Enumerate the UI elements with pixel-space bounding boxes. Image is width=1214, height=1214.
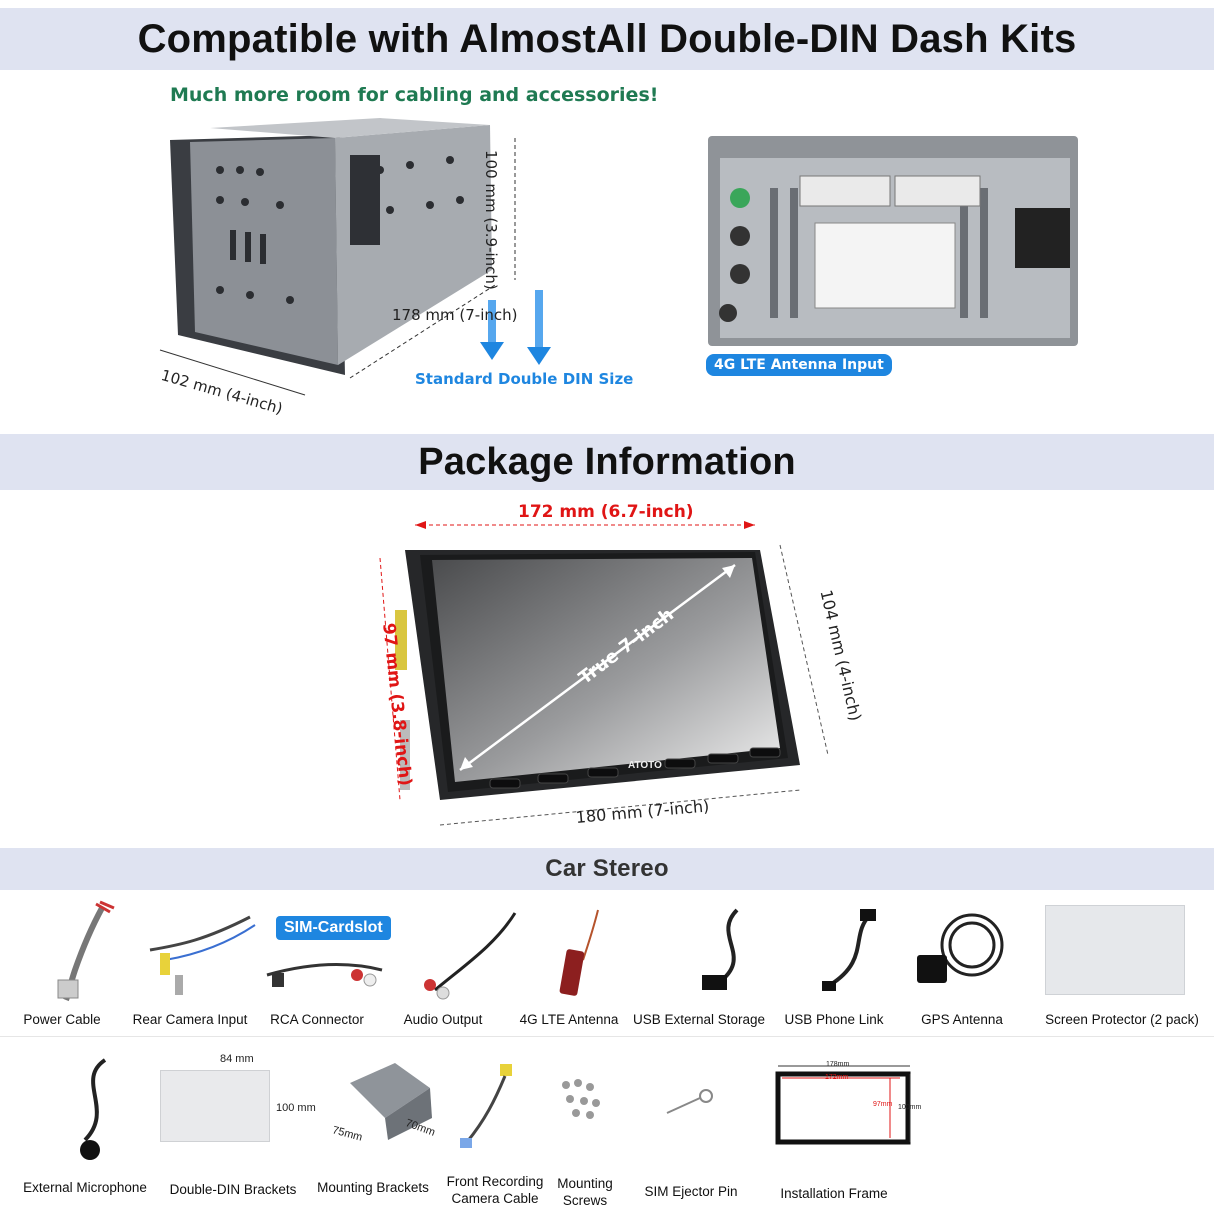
item-label: External Microphone [23, 1180, 147, 1195]
microphone-image [80, 1058, 107, 1160]
item-label: Mounting Brackets [317, 1180, 429, 1195]
gps-antenna-image [917, 913, 1004, 983]
screen-protector-image [1045, 905, 1185, 995]
section-header-stereo: Car Stereo [0, 848, 1214, 890]
section-header-package: Package Information [0, 434, 1214, 490]
lte-antenna-image [559, 909, 599, 996]
bracket-height-label: 100 mm [276, 1102, 316, 1114]
mounting-screws-image [562, 1079, 600, 1119]
item-label: Mounting Screws [557, 1176, 613, 1208]
usb-phone-link-image [822, 909, 876, 991]
row-divider [0, 1036, 1214, 1037]
frame-inner-height-label: 97mm [873, 1101, 893, 1108]
cabling-tagline: Much more room for cabling and accessori… [170, 84, 659, 106]
section-title-package: Package Information [418, 440, 796, 483]
usb-storage-image [702, 908, 739, 990]
rear-camera-cable-image [149, 915, 256, 995]
item-label: USB Phone Link [784, 1012, 884, 1027]
item-label: Screen Protector (2 pack) [1045, 1012, 1199, 1027]
item-label: Installation Frame [780, 1186, 888, 1201]
section-header-compatible: Compatible with AlmostAll Double-DIN Das… [0, 8, 1214, 70]
antenna-input-badge: 4G LTE Antenna Input [706, 354, 892, 376]
section-title-compatible: Compatible with AlmostAll Double-DIN Das… [137, 16, 1077, 61]
item-label: GPS Antenna [921, 1012, 1003, 1027]
frame-outer-width-label: 178mm [826, 1061, 850, 1068]
rear-panel-illustration [708, 136, 1078, 346]
double-din-brackets-image [160, 1070, 270, 1142]
sim-ejector-pin-image [666, 1089, 713, 1114]
item-label: Rear Camera Input [132, 1012, 248, 1027]
mounting-brackets-image [350, 1063, 432, 1140]
frame-inner-width-label: 172mm [825, 1074, 849, 1081]
item-label: Power Cable [23, 1012, 101, 1027]
sim-cardslot-badge: SIM-Cardslot [276, 916, 391, 940]
item-label: 4G LTE Antenna [519, 1012, 619, 1027]
power-cable-image [57, 900, 115, 1002]
bracket-width-label: 84 mm [220, 1053, 254, 1065]
item-label: USB External Storage [633, 1012, 766, 1027]
front-camera-cable-image [460, 1064, 512, 1148]
head-unit-illustration [379, 521, 829, 826]
standard-size-label: Standard Double DIN Size [415, 370, 634, 388]
installation-frame-image [775, 1065, 911, 1145]
chassis-illustration [159, 118, 551, 396]
dim-height-label: 100 mm (3.9-inch) [482, 150, 500, 290]
section-title-stereo: Car Stereo [545, 855, 669, 882]
item-label: Audio Output [403, 1012, 483, 1027]
item-label: Front Recording Camera Cable [446, 1174, 544, 1206]
item-label: SIM Ejector Pin [644, 1184, 738, 1199]
frame-outer-height-label: 100mm [898, 1104, 922, 1111]
item-label: RCA Connector [270, 1012, 364, 1027]
screen-width-label: 172 mm (6.7-inch) [518, 502, 694, 522]
rca-connector-image [266, 963, 383, 987]
audio-output-image [424, 912, 517, 1000]
dim-width-label: 178 mm (7-inch) [392, 306, 518, 324]
item-label: Double-DIN Brackets [169, 1182, 297, 1197]
brand-logo: ATOTO [628, 760, 662, 771]
